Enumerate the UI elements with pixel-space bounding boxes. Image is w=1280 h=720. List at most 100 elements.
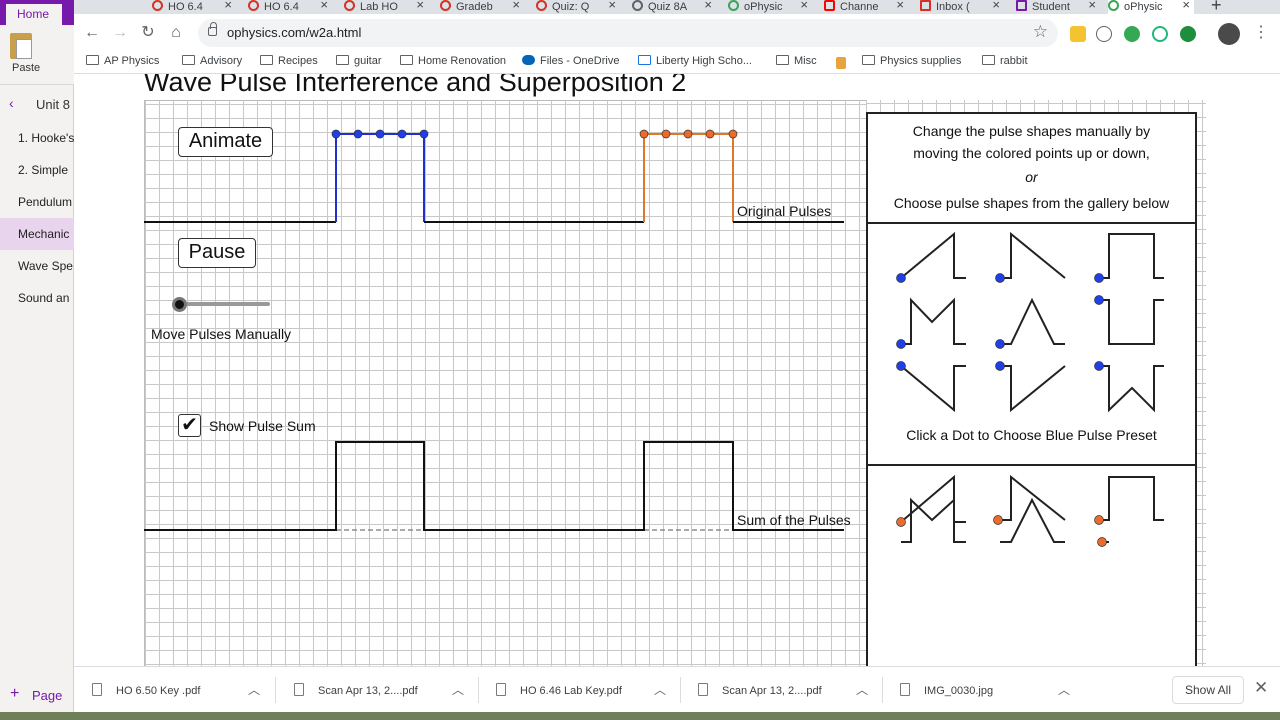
- bookmark-item[interactable]: Advisory: [182, 55, 242, 67]
- chevron-up-icon[interactable]: ︿: [451, 683, 464, 697]
- close-icon[interactable]: ✕: [1254, 678, 1269, 697]
- close-tab-icon[interactable]: ×: [704, 0, 712, 12]
- google-drive-icon[interactable]: [836, 57, 846, 69]
- page-item[interactable]: 1. Hooke's: [18, 131, 74, 145]
- paste-icon[interactable]: [10, 33, 32, 59]
- file-icon: [698, 683, 708, 696]
- bookmark-item[interactable]: Recipes: [260, 55, 318, 67]
- manual-slider-track[interactable]: [176, 302, 270, 306]
- page-item[interactable]: Sound an: [18, 291, 70, 305]
- bookmark-item[interactable]: Physics supplies: [862, 55, 961, 67]
- download-filename: Scan Apr 13, 2....pdf: [318, 685, 418, 697]
- show-sum-checkbox[interactable]: ✔: [178, 414, 201, 437]
- browser-tab-active[interactable]: oPhysic×: [1108, 0, 1194, 14]
- calendar-icon: [638, 55, 651, 65]
- folder-icon: [86, 55, 99, 65]
- bookmark-star-icon[interactable]: ☆: [1032, 22, 1048, 41]
- close-tab-icon[interactable]: ×: [512, 0, 520, 12]
- download-item[interactable]: Scan Apr 13, 2....pdf ︿: [276, 667, 478, 712]
- file-icon: [92, 683, 102, 696]
- avatar[interactable]: [1218, 23, 1240, 45]
- forward-arrow-icon[interactable]: →: [112, 24, 128, 41]
- blue-preset-dot: [1094, 273, 1104, 283]
- help-icon[interactable]: [1096, 26, 1112, 42]
- address-bar[interactable]: ophysics.com/w2a.html ☆: [198, 19, 1058, 47]
- new-tab-button[interactable]: +: [1211, 0, 1222, 15]
- extension-icon[interactable]: [1070, 26, 1086, 42]
- page-item[interactable]: Wave Spe: [18, 259, 73, 273]
- menu-icon[interactable]: ⋮: [1253, 24, 1269, 41]
- page-item[interactable]: Pendulum: [18, 195, 73, 209]
- close-tab-icon[interactable]: ×: [1088, 0, 1096, 12]
- pause-button[interactable]: Pause: [178, 238, 256, 268]
- lock-icon[interactable]: [208, 22, 217, 36]
- tab-favicon-icon: [728, 0, 739, 11]
- animate-button[interactable]: Animate: [178, 127, 273, 157]
- download-item[interactable]: HO 6.46 Lab Key.pdf︿: [478, 667, 680, 712]
- tab-favicon-icon: [440, 0, 451, 11]
- close-tab-icon[interactable]: ×: [992, 0, 1000, 12]
- bookmark-item[interactable]: Misc: [776, 55, 817, 67]
- chevron-up-icon[interactable]: ︿: [247, 683, 260, 697]
- browser-tab[interactable]: Channe ×: [824, 0, 908, 14]
- extension-icon[interactable]: [1152, 26, 1168, 42]
- browser-tab[interactable]: Lab HO×: [344, 0, 428, 14]
- bookmark-item[interactable]: Files - OneDrive: [522, 55, 619, 67]
- browser-tab[interactable]: HO 6.4×: [152, 0, 236, 14]
- onenote-toolbar: Paste: [0, 25, 74, 85]
- bookmark-label: AP Physics: [104, 55, 160, 67]
- manual-slider-handle[interactable]: [172, 297, 187, 312]
- bookmark-item[interactable]: rabbit: [982, 55, 1028, 67]
- divider: [882, 677, 883, 703]
- tab-title: Student: [1032, 1, 1070, 13]
- browser-tab[interactable]: Inbox (×: [920, 0, 1004, 14]
- browser-tab[interactable]: Quiz 8A×: [632, 0, 716, 14]
- close-tab-icon[interactable]: ×: [224, 0, 232, 12]
- browser-tab[interactable]: Quiz: Q ×: [536, 0, 620, 14]
- page-item-selected[interactable]: Mechanic: [0, 218, 74, 250]
- address-url[interactable]: ophysics.com/w2a.html: [227, 25, 362, 40]
- extension-icon[interactable]: [1180, 26, 1196, 42]
- page-item[interactable]: 2. Simple: [18, 163, 69, 177]
- extension-icon[interactable]: [1124, 26, 1140, 42]
- close-tab-icon[interactable]: ×: [608, 0, 616, 12]
- download-item[interactable]: IMG_0030.jpg︿: [882, 667, 1084, 712]
- close-tab-icon[interactable]: ×: [1182, 0, 1190, 12]
- preset-shape-triangle: [1000, 297, 1065, 345]
- download-item[interactable]: Scan Apr 13, 2....pdf︿: [680, 667, 882, 712]
- bookmark-label: Liberty High Scho...: [656, 55, 752, 67]
- add-page-button[interactable]: + Page: [0, 678, 74, 712]
- tab-title: Quiz: Q: [552, 1, 590, 13]
- chevron-up-icon[interactable]: ︿: [855, 683, 868, 697]
- image-file-icon: [900, 683, 910, 696]
- bookmark-item[interactable]: guitar: [336, 55, 382, 67]
- bookmark-item[interactable]: Home Renovation: [400, 55, 506, 67]
- chevron-left-icon[interactable]: ‹: [9, 95, 14, 111]
- download-item[interactable]: HO 6.50 Key .pdf︿: [74, 667, 274, 712]
- close-tab-icon[interactable]: ×: [320, 0, 328, 12]
- divider: [680, 677, 681, 703]
- preset-shape-ramp: [900, 231, 966, 279]
- reload-icon[interactable]: ↻: [141, 24, 155, 41]
- chevron-up-icon[interactable]: ︿: [1057, 683, 1070, 697]
- preset-shape-square: [1099, 476, 1164, 521]
- browser-tab[interactable]: Student ×: [1016, 0, 1100, 14]
- paste-label[interactable]: Paste: [12, 62, 41, 74]
- back-arrow-icon[interactable]: ←: [84, 24, 100, 41]
- close-tab-icon[interactable]: ×: [416, 0, 424, 12]
- folder-icon: [400, 55, 413, 65]
- bookmark-item[interactable]: Liberty High Scho...: [638, 55, 752, 67]
- section-header[interactable]: ‹ Unit 8: [0, 93, 74, 117]
- chevron-up-icon[interactable]: ︿: [653, 683, 666, 697]
- close-tab-icon[interactable]: ×: [896, 0, 904, 12]
- browser-tab[interactable]: HO 6.4×: [248, 0, 332, 14]
- tab-title: Channe: [840, 1, 879, 13]
- blue-preset-dot: [995, 273, 1005, 283]
- show-all-downloads-button[interactable]: Show All: [1172, 676, 1244, 704]
- close-tab-icon[interactable]: ×: [800, 0, 808, 12]
- browser-tab[interactable]: Gradeb×: [440, 0, 524, 14]
- bookmark-item[interactable]: AP Physics: [86, 55, 159, 67]
- browser-tab[interactable]: oPhysic×: [728, 0, 812, 14]
- home-icon[interactable]: ⌂: [171, 24, 181, 41]
- ribbon-tab-home[interactable]: Home: [6, 4, 62, 25]
